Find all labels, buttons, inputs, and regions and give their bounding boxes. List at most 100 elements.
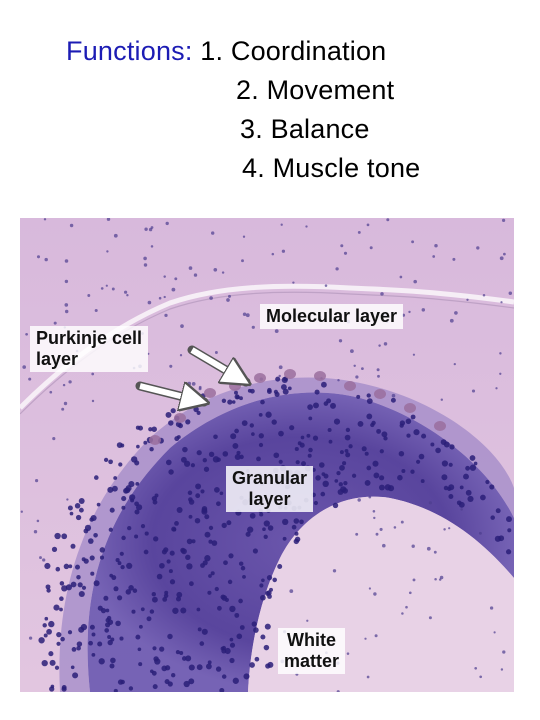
nucleus	[199, 641, 205, 646]
nucleus	[344, 448, 349, 453]
nucleus	[506, 516, 512, 523]
nucleus	[282, 388, 289, 395]
nucleus	[381, 431, 388, 438]
nucleus	[227, 399, 233, 405]
nucleus	[119, 551, 124, 556]
nucleus	[400, 520, 404, 524]
nucleus	[366, 465, 372, 471]
nucleus	[126, 562, 133, 569]
nucleus	[221, 271, 225, 274]
nucleus	[51, 546, 58, 553]
nucleus	[499, 372, 502, 375]
nucleus	[210, 571, 215, 576]
nucleus	[277, 564, 283, 569]
nucleus	[80, 623, 88, 631]
nucleus	[54, 665, 60, 670]
nucleus	[372, 510, 376, 513]
nucleus	[140, 523, 146, 529]
nucleus	[295, 460, 300, 465]
nucleus	[267, 661, 274, 668]
nucleus	[371, 420, 376, 426]
nucleus	[336, 470, 341, 476]
nucleus	[267, 525, 274, 531]
nucleus	[54, 532, 61, 540]
nucleus	[323, 473, 329, 479]
nucleus	[180, 324, 184, 328]
nucleus	[322, 480, 329, 487]
nucleus	[280, 384, 287, 391]
nucleus	[171, 287, 176, 292]
nucleus	[36, 519, 40, 523]
nucleus	[62, 383, 66, 387]
nucleus	[353, 364, 356, 368]
nucleus	[174, 521, 179, 526]
nucleus	[81, 557, 86, 562]
nucleus	[156, 573, 163, 580]
nucleus	[219, 491, 224, 496]
nucleus	[96, 502, 101, 507]
nucleus	[242, 575, 246, 579]
nucleus	[312, 435, 319, 441]
nucleus	[263, 644, 270, 651]
nucleus	[213, 267, 218, 272]
nucleus	[196, 607, 201, 612]
nucleus	[338, 482, 343, 487]
nucleus	[361, 446, 367, 452]
nucleus	[272, 577, 277, 583]
nucleus	[108, 459, 113, 465]
nucleus	[448, 494, 454, 499]
nucleus	[136, 444, 140, 449]
nucleus	[71, 647, 77, 652]
nucleus	[345, 452, 351, 458]
nucleus	[103, 595, 109, 601]
nucleus	[380, 292, 384, 296]
nucleus	[440, 439, 447, 445]
nucleus	[366, 393, 371, 398]
nucleus	[261, 578, 265, 583]
nucleus	[293, 518, 300, 524]
nucleus	[247, 526, 254, 533]
nucleus	[194, 517, 201, 524]
nucleus	[306, 433, 311, 438]
nucleus	[138, 624, 143, 629]
nucleus	[489, 606, 494, 610]
nucleus	[185, 554, 191, 560]
nucleus	[118, 462, 123, 467]
nucleus	[61, 407, 65, 411]
nucleus	[193, 273, 198, 277]
nucleus	[135, 634, 141, 640]
nucleus	[149, 609, 155, 614]
nucleus	[165, 411, 172, 418]
nucleus	[115, 558, 120, 563]
nucleus	[144, 227, 148, 231]
nucleus	[489, 484, 495, 490]
nucleus	[294, 446, 299, 452]
nucleus	[229, 605, 236, 613]
nucleus	[188, 678, 195, 685]
nucleus	[254, 656, 260, 662]
nucleus	[376, 368, 380, 372]
nucleus	[151, 670, 157, 676]
nucleus	[93, 533, 98, 538]
purkinje-cell	[404, 403, 416, 413]
nucleus	[428, 616, 432, 620]
nucleus	[212, 456, 220, 463]
nucleus	[382, 543, 386, 548]
nucleus	[132, 588, 138, 593]
nucleus	[338, 339, 343, 343]
nucleus	[408, 591, 412, 595]
nucleus	[459, 485, 464, 490]
nucleus	[61, 533, 68, 540]
nucleus	[204, 514, 210, 520]
nucleus	[69, 223, 74, 228]
nucleus	[356, 394, 361, 399]
nucleus	[68, 380, 72, 384]
nucleus	[413, 279, 417, 284]
nucleus	[373, 472, 380, 479]
nucleus	[344, 434, 351, 441]
nucleus	[305, 225, 308, 228]
nucleus	[379, 449, 384, 454]
cell-nuclei	[20, 218, 513, 692]
nucleus	[59, 581, 65, 586]
